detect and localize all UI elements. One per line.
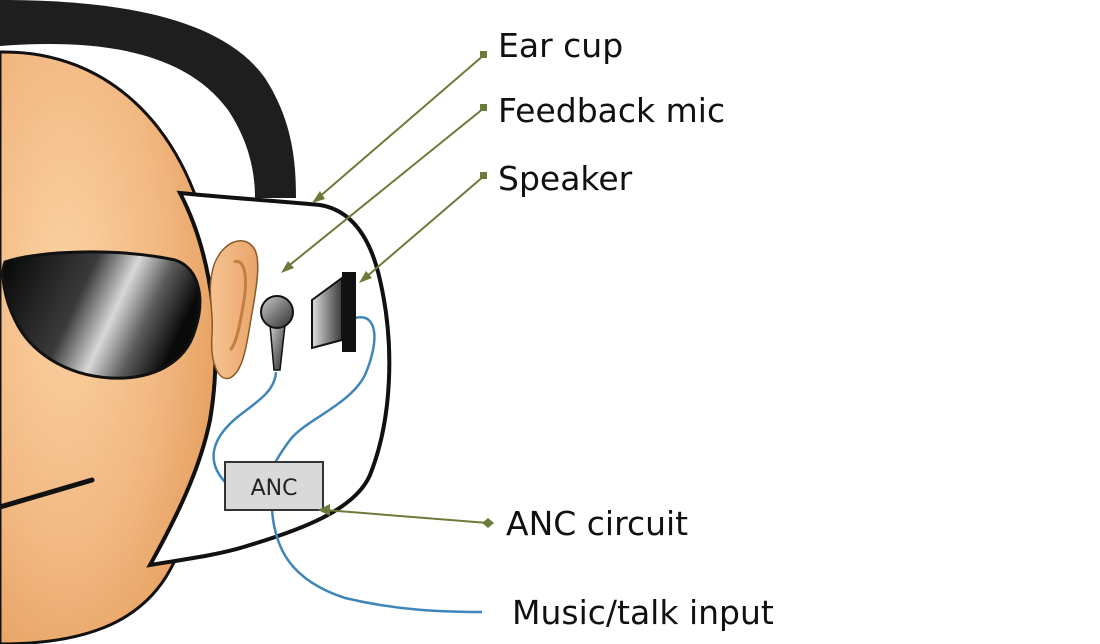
label-anc-circuit: ANC circuit — [506, 504, 688, 543]
mouth — [0, 477, 95, 510]
mic-wire — [212, 371, 278, 483]
label-music-input: Music/talk input — [512, 593, 774, 632]
callout-speaker — [359, 172, 487, 283]
speaker-wire — [270, 316, 376, 471]
callout-anc-circuit — [318, 504, 494, 528]
anc-box — [224, 461, 324, 511]
anc-box-label: ANC — [251, 476, 298, 501]
speaker-icon — [311, 272, 356, 352]
input-wire — [270, 509, 483, 614]
microphone-icon — [260, 295, 294, 371]
callout-ear-cup — [312, 51, 487, 203]
callout-feedback-mic — [281, 104, 487, 273]
label-ear-cup: Ear cup — [498, 26, 623, 65]
headband — [0, 0, 296, 198]
label-speaker: Speaker — [498, 159, 633, 198]
ear-inner — [228, 259, 248, 352]
label-feedback-mic: Feedback mic — [498, 91, 725, 130]
sunglasses-icon — [1, 250, 202, 380]
